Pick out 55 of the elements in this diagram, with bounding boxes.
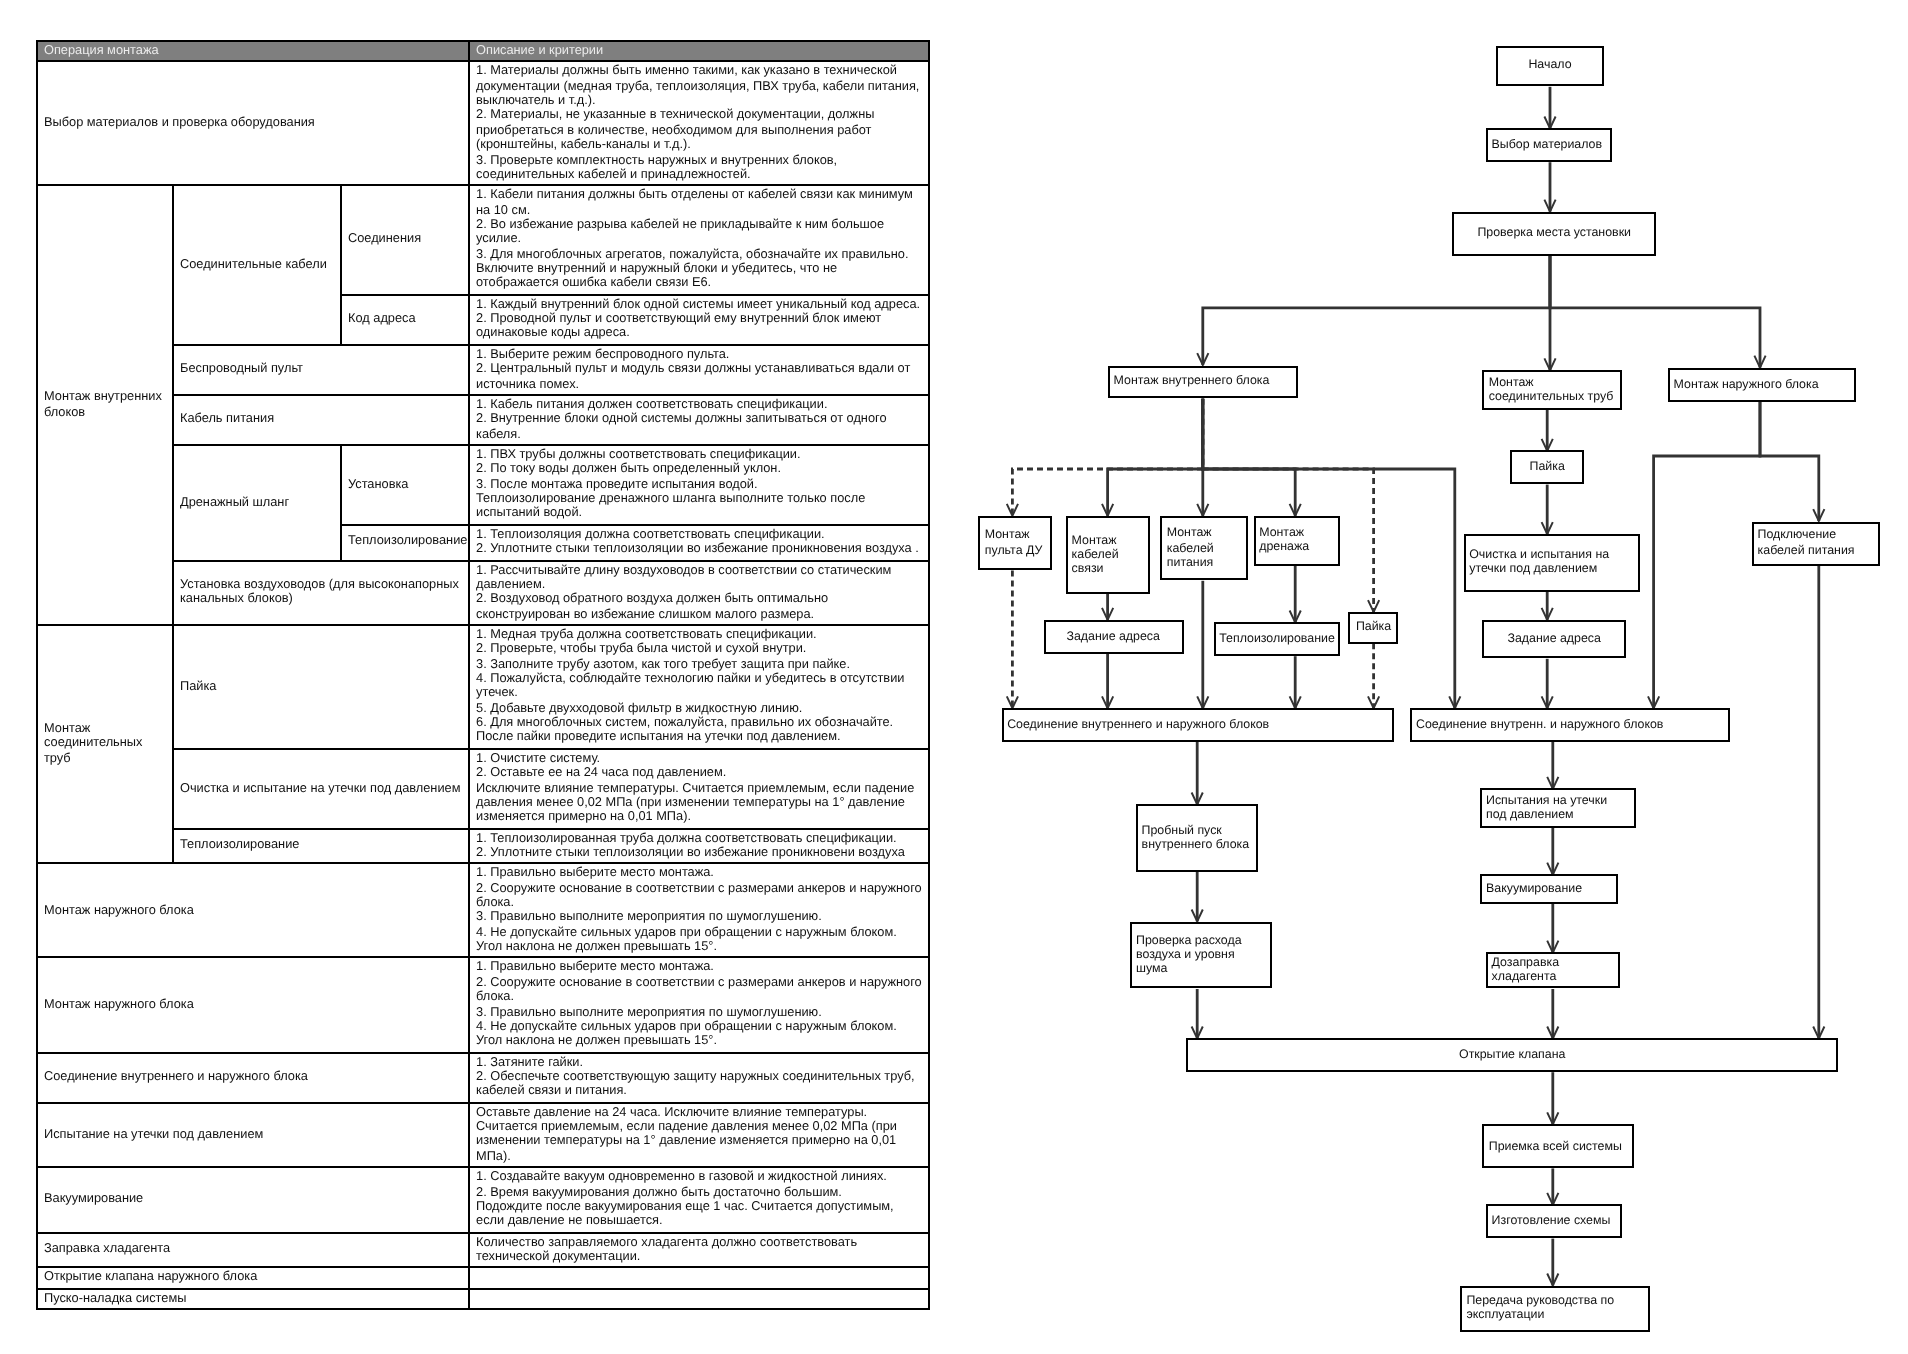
arrow — [1546, 989, 1560, 1040]
arrow — [1812, 565, 1826, 1040]
arrow — [1190, 872, 1204, 923]
process-box — [1130, 921, 1273, 989]
process-box — [1107, 365, 1298, 399]
process-box — [1460, 1285, 1651, 1333]
arrow — [1546, 1238, 1560, 1287]
process-box — [1065, 515, 1150, 594]
process-box — [1485, 952, 1620, 989]
arrow — [1190, 989, 1204, 1040]
process-box — [1482, 619, 1626, 659]
process-box — [1001, 708, 1394, 742]
process-box — [1463, 534, 1640, 592]
process-box — [1214, 622, 1340, 657]
process-box — [1751, 521, 1881, 566]
process-box — [1482, 370, 1623, 410]
arrow — [1546, 742, 1560, 790]
process-box — [1043, 619, 1184, 654]
arrow — [1288, 565, 1302, 624]
process-box — [1482, 1124, 1634, 1169]
arrow — [1101, 593, 1115, 621]
arrow — [1548, 255, 1767, 369]
process-box — [1253, 515, 1340, 566]
process-box — [978, 515, 1052, 571]
arrow — [1546, 1072, 1560, 1126]
arrow — [1540, 484, 1554, 535]
process-box — [1160, 515, 1248, 581]
process-box — [1510, 450, 1584, 485]
arrow — [1101, 653, 1115, 710]
arrow — [1540, 658, 1554, 710]
arrow — [1540, 409, 1554, 452]
arrow — [1190, 742, 1204, 806]
arrow — [1543, 162, 1557, 213]
process-box — [1667, 367, 1856, 402]
process-box — [1348, 612, 1399, 644]
process-box — [1496, 45, 1604, 87]
process-box — [1485, 1204, 1623, 1239]
arrow — [1196, 580, 1210, 710]
arrow — [1288, 656, 1302, 710]
arrow — [1546, 903, 1560, 954]
process-box — [1480, 874, 1618, 904]
arrow — [1546, 1168, 1560, 1206]
arrow — [1543, 86, 1557, 130]
arrow — [1201, 398, 1462, 710]
arrow — [1546, 827, 1560, 876]
process-box — [1480, 788, 1637, 828]
process-box — [1410, 708, 1730, 742]
dashed-arrow — [1005, 570, 1019, 710]
arrow — [1758, 401, 1826, 522]
process-box — [1485, 128, 1612, 163]
process-box — [1452, 211, 1657, 256]
dashed-arrow — [1367, 643, 1381, 710]
process-box — [1186, 1038, 1839, 1073]
process-box — [1135, 804, 1259, 872]
arrow — [1540, 591, 1554, 621]
